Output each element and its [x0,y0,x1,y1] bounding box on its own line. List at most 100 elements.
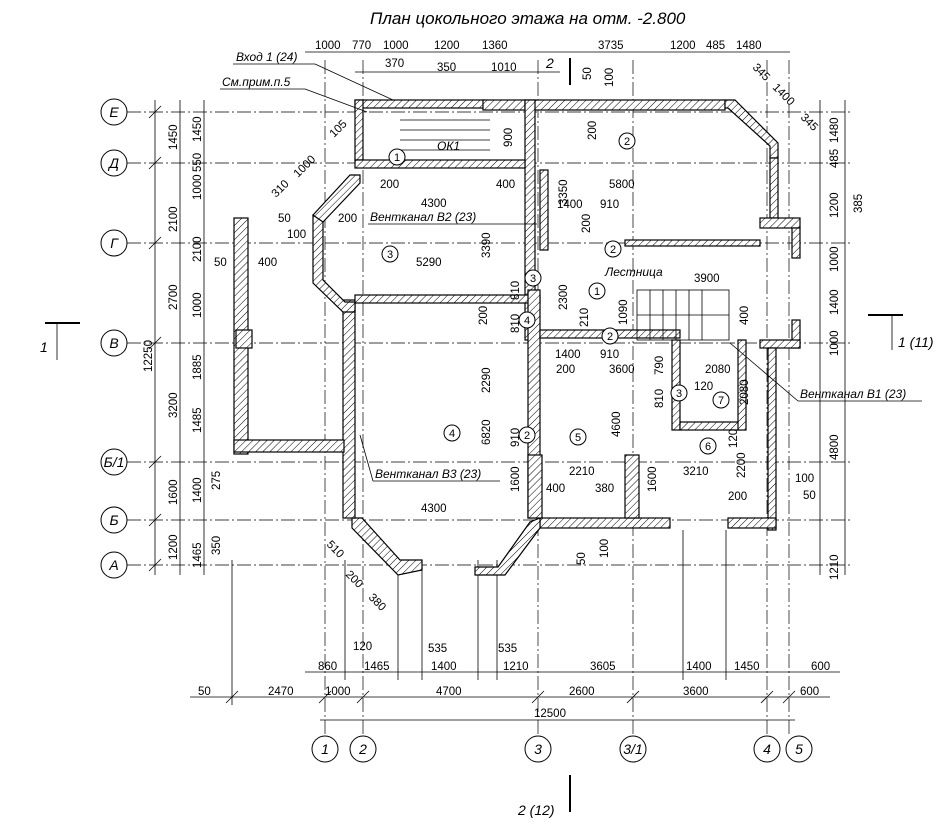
room-tag: 3 [670,384,688,402]
annotation-labels: Вход 1 (24) См.прим.п.5 ОК1 Вентканал В2… [220,50,922,482]
svg-text:200: 200 [380,179,399,191]
svg-text:50: 50 [576,552,588,565]
svg-text:1000: 1000 [829,246,841,272]
svg-text:910: 910 [510,428,522,447]
svg-text:5290: 5290 [416,257,442,269]
room-tag: 6 [699,437,717,455]
svg-text:7: 7 [718,395,724,407]
svg-text:120: 120 [728,429,740,448]
svg-text:200: 200 [581,214,593,233]
vent-b3-label: Вентканал В3 (23) [375,467,481,481]
svg-text:3605: 3605 [590,661,616,673]
room-tag: 2 [618,132,636,150]
svg-text:2300: 2300 [558,284,570,310]
svg-text:1200: 1200 [434,40,460,52]
room-tag: 2 [601,327,619,345]
svg-text:12500: 12500 [534,708,566,720]
svg-text:1010: 1010 [491,62,517,74]
room-tag: 4 [518,311,536,329]
svg-text:1400: 1400 [192,477,204,503]
svg-text:770: 770 [352,40,371,52]
svg-text:200: 200 [728,491,747,503]
axis-bubble-row-A: А [100,551,128,579]
svg-text:1400: 1400 [557,199,583,211]
svg-text:510: 510 [324,539,346,561]
svg-text:1400: 1400 [686,661,712,673]
svg-text:2080: 2080 [705,364,731,376]
svg-text:350: 350 [437,62,456,74]
svg-text:1210: 1210 [503,661,529,673]
svg-text:400: 400 [496,179,515,191]
svg-text:50: 50 [582,67,594,80]
svg-text:200: 200 [556,364,575,376]
stairs-label: Лестница [604,265,663,279]
section-mark-right: 1 (11) [898,334,934,350]
svg-text:4800: 4800 [829,434,841,460]
svg-text:4300: 4300 [421,503,447,515]
svg-text:400: 400 [258,257,277,269]
svg-text:3735: 3735 [598,40,624,52]
svg-text:910: 910 [600,199,619,211]
svg-text:50: 50 [214,257,227,269]
section-marks: 1 1 (11) 2 2 (12) [40,55,934,818]
svg-text:310: 310 [270,178,292,200]
svg-text:Б/1: Б/1 [104,454,125,470]
ok1-label: ОК1 [437,139,460,153]
svg-text:485: 485 [706,40,725,52]
svg-text:1480: 1480 [829,117,841,143]
room-tag: 1 [588,282,606,300]
svg-text:1450: 1450 [192,116,204,142]
svg-text:4700: 4700 [436,686,462,698]
svg-text:200: 200 [338,213,357,225]
svg-text:2290: 2290 [481,367,493,393]
axis-bubble-row-D: Д [100,149,128,177]
svg-text:3/1: 3/1 [623,741,642,757]
svg-text:50: 50 [803,490,816,502]
svg-text:1450: 1450 [734,661,760,673]
svg-text:1200: 1200 [168,534,180,560]
svg-text:А: А [108,557,118,573]
axis-bubble-row-B1: Б/1 [100,448,128,476]
vent-b2-label: Вентканал В2 (23) [370,210,476,224]
room-tag: 2 [518,426,536,444]
svg-text:5: 5 [575,432,581,444]
room-tag: 7 [712,391,730,409]
svg-text:4600: 4600 [611,411,623,437]
svg-text:345: 345 [750,62,772,84]
svg-text:3: 3 [530,273,536,285]
svg-text:200: 200 [343,569,365,591]
svg-text:1: 1 [394,152,400,164]
svg-text:1200: 1200 [829,192,841,218]
svg-text:385: 385 [853,194,865,213]
svg-text:790: 790 [654,356,666,375]
svg-text:210: 210 [579,308,591,327]
svg-text:6: 6 [705,441,711,453]
svg-text:485: 485 [829,149,841,168]
svg-text:400: 400 [546,483,565,495]
svg-text:1400: 1400 [431,661,457,673]
svg-text:3210: 3210 [683,466,709,478]
svg-text:1090: 1090 [618,299,630,325]
svg-text:200: 200 [478,306,490,325]
svg-text:535: 535 [498,643,517,655]
svg-text:1: 1 [321,741,329,757]
svg-text:2: 2 [624,136,630,148]
svg-text:535: 535 [428,643,447,655]
axis-bubble-col-3-1: 3/1 [619,735,647,763]
svg-text:2: 2 [524,430,530,442]
svg-text:100: 100 [795,473,814,485]
svg-text:810: 810 [510,314,522,333]
svg-text:Е: Е [109,104,119,120]
svg-text:275: 275 [211,471,223,490]
svg-text:1465: 1465 [192,542,204,568]
room-tag: 3 [381,245,399,263]
svg-text:Б: Б [109,512,118,528]
svg-text:550: 550 [192,153,204,172]
room-tag: 2 [604,240,622,258]
svg-text:1485: 1485 [192,407,204,433]
svg-text:1360: 1360 [482,40,508,52]
svg-text:5: 5 [795,741,803,757]
svg-text:1885: 1885 [192,354,204,380]
svg-text:2210: 2210 [569,466,595,478]
column-axis-bubbles: 1 2 3 3/1 4 5 [311,735,813,763]
